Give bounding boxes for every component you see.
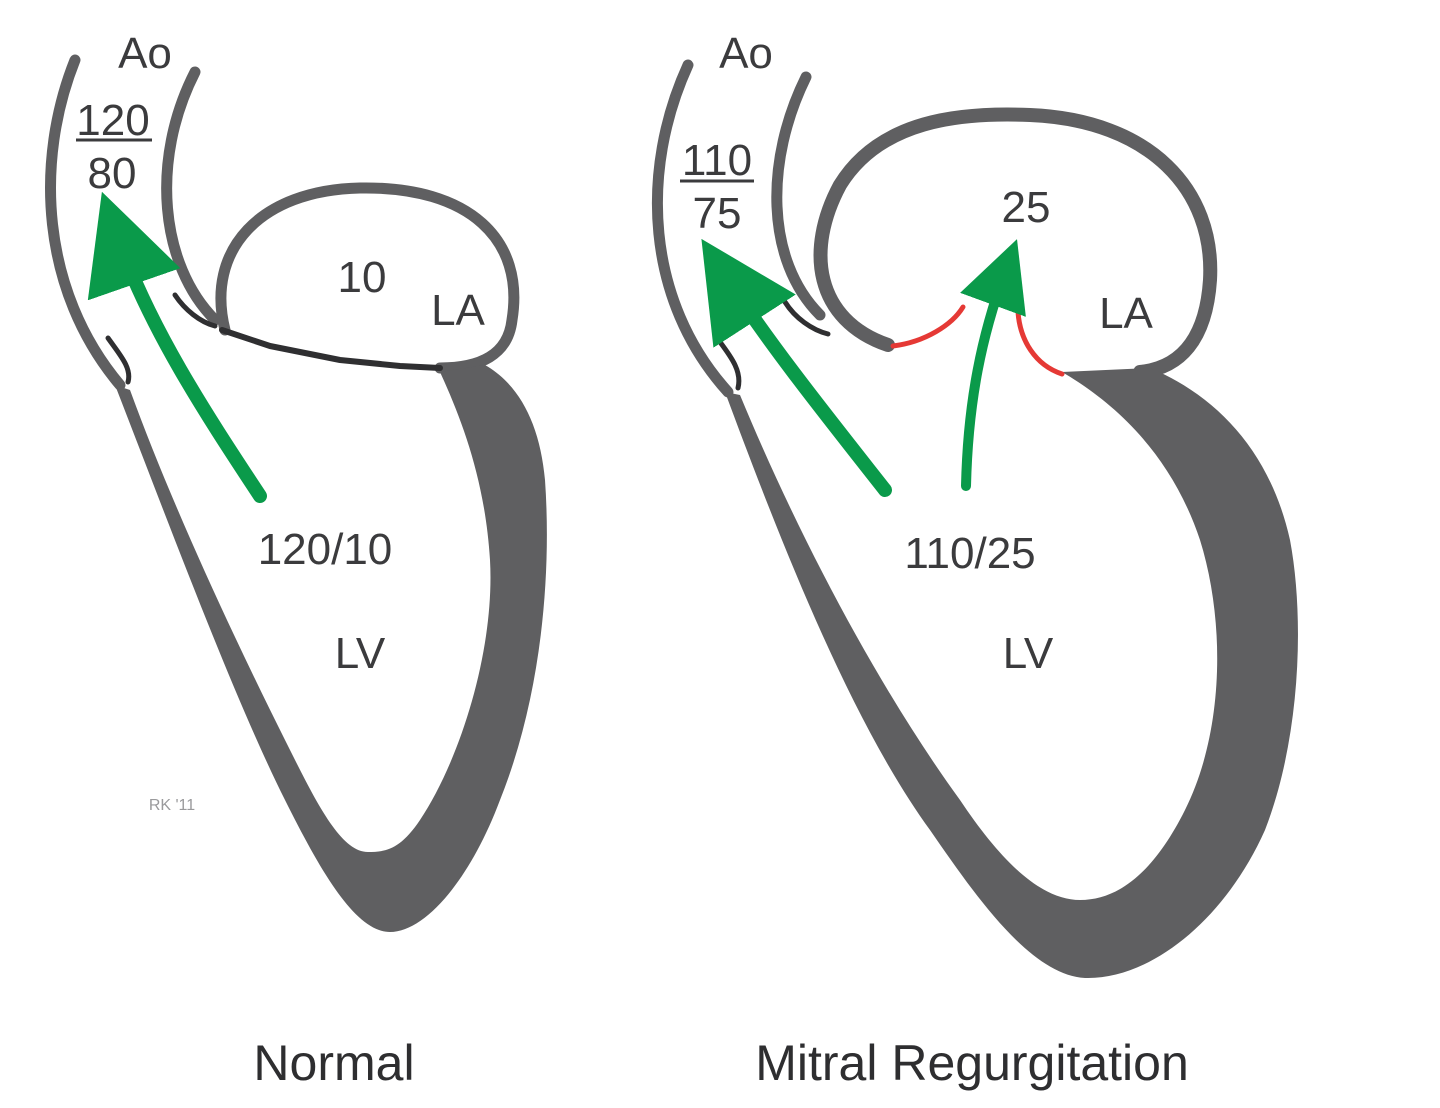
mr-aorta-label: Ao	[719, 29, 773, 78]
normal-atrial-pressure: 10	[338, 253, 387, 302]
normal-aortic-systolic-pressure: 120	[76, 96, 149, 145]
normal-left-atrium-wall	[215, 182, 520, 374]
normal-aorta-label: Ao	[118, 29, 172, 78]
mr-ventricle-label: LV	[1003, 629, 1054, 678]
mr-ventricular-pressure: 110/25	[904, 529, 1035, 578]
mr-aorta-inner-wall	[771, 71, 826, 321]
artist-signature: RK '11	[149, 797, 195, 814]
mr-atrium-label: LA	[1099, 289, 1153, 338]
normal-mitral-valve-closed	[219, 327, 443, 371]
mitral-regurgitation-heart: Ao 110 75 25 LA 110/25 LV Mitral Regurgi…	[651, 29, 1298, 1091]
normal-aorta-outer-wall	[45, 54, 126, 391]
normal-aortic-diastolic-pressure: 80	[88, 149, 137, 198]
mr-aorta-outer-wall	[651, 59, 734, 398]
mr-left-atrium-wall	[813, 107, 1218, 379]
mr-aortic-diastolic-pressure: 75	[693, 189, 742, 238]
normal-aorta-inner-wall	[161, 66, 221, 326]
normal-aortic-flow-arrow	[87, 191, 267, 503]
mr-atrial-pressure: 25	[1002, 183, 1051, 232]
mr-regurgitant-flow-arrow	[960, 239, 1026, 491]
normal-atrium-label: LA	[431, 286, 485, 335]
normal-aortic-valve-cusp	[105, 335, 132, 385]
mr-aortic-systolic-pressure: 110	[682, 136, 752, 185]
normal-ventricle-label: LV	[335, 629, 386, 678]
normal-heart: Ao 120 80 10 LA 120/10 LV RK '11 Normal	[45, 29, 547, 1091]
mr-aortic-flow-arrow	[701, 238, 892, 497]
normal-left-ventricle-wall	[115, 365, 547, 932]
normal-caption: Normal	[253, 1035, 414, 1091]
mr-mitral-leaflet-leaking	[890, 304, 966, 349]
mr-caption: Mitral Regurgitation	[755, 1035, 1189, 1091]
mr-mitral-leaflet-leaking	[1015, 309, 1065, 377]
normal-ventricular-pressure: 120/10	[258, 525, 393, 574]
